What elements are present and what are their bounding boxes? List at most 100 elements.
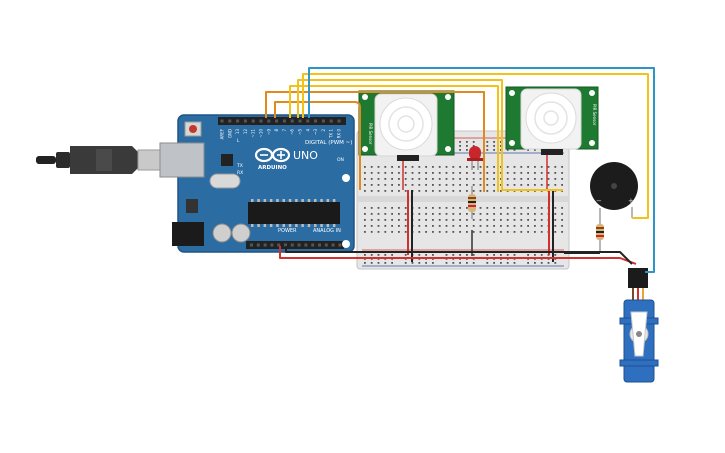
- capacitor-2: [231, 223, 251, 243]
- breadboard-hole: [506, 207, 509, 209]
- usb-cable-boot: [56, 152, 70, 168]
- chip-pin: [251, 199, 254, 202]
- chip-pin: [314, 224, 317, 227]
- header-pin: [298, 119, 302, 123]
- breadboard-hole: [472, 225, 475, 227]
- breadboard-hole: [554, 178, 557, 180]
- breadboard-hole: [506, 225, 509, 227]
- breadboard-hole: [540, 254, 543, 256]
- wire-orange: [265, 91, 485, 192]
- breadboard-hole: [404, 207, 407, 209]
- breadboard-hole: [370, 254, 373, 256]
- header-pin: [304, 243, 308, 247]
- breadboard-hole: [398, 207, 400, 209]
- breadboard-hole: [398, 190, 400, 192]
- breadboard-hole: [445, 225, 448, 227]
- breadboard-hole: [506, 213, 509, 215]
- breadboard-hole: [540, 262, 543, 264]
- header-pin: [338, 243, 342, 247]
- breadboard-hole: [500, 166, 502, 168]
- breadboard-hole: [418, 219, 421, 221]
- breadboard-hole: [472, 262, 475, 264]
- breadboard-hole: [459, 184, 461, 186]
- chip-pin: [288, 224, 292, 227]
- breadboard-hole: [364, 190, 366, 192]
- breadboard-hole: [466, 190, 468, 192]
- wire-yellow: [302, 73, 649, 219]
- breadboard-hole: [506, 149, 509, 151]
- chip-pin: [320, 199, 323, 202]
- breadboard-hole: [445, 254, 448, 256]
- breadboard-hole: [370, 219, 373, 221]
- breadboard-hole: [513, 178, 516, 180]
- breadboard-hole: [445, 231, 448, 233]
- breadboard-hole: [534, 166, 536, 168]
- breadboard-hole: [500, 225, 502, 227]
- breadboard-hole: [493, 254, 495, 256]
- breadboard-hole: [500, 219, 502, 221]
- pin-number-label: ~10: [259, 129, 264, 138]
- breadboard-hole: [486, 262, 489, 264]
- breadboard-hole: [459, 172, 461, 174]
- breadboard-hole: [561, 172, 563, 174]
- breadboard-hole: [493, 219, 495, 221]
- breadboard-hole: [370, 213, 373, 215]
- breadboard-hole: [384, 254, 387, 256]
- breadboard-hole: [472, 190, 475, 192]
- breadboard-hole: [438, 207, 441, 209]
- breadboard-hole: [384, 225, 387, 227]
- breadboard-hole: [472, 141, 475, 143]
- on-led-label: ON: [337, 157, 344, 163]
- breadboard-hole: [561, 219, 563, 221]
- header-pin: [263, 243, 267, 247]
- breadboard-hole: [459, 207, 461, 209]
- breadboard-hole: [561, 225, 563, 227]
- red-led: [467, 146, 483, 170]
- breadboard-hole: [384, 190, 387, 192]
- breadboard-hole: [445, 207, 448, 209]
- breadboard-hole: [452, 219, 455, 221]
- breadboard-hole: [418, 178, 421, 180]
- breadboard-hole: [466, 219, 468, 221]
- breadboard-hole: [493, 178, 495, 180]
- breadboard-hole: [370, 184, 373, 186]
- breadboard-hole: [370, 190, 373, 192]
- breadboard-hole: [500, 254, 502, 256]
- breadboard-hole: [547, 262, 550, 264]
- breadboard-hole: [479, 231, 482, 233]
- chip-pin: [276, 199, 279, 202]
- breadboard-hole: [520, 213, 523, 215]
- pir-hole: [509, 140, 515, 146]
- breadboard-hole: [479, 225, 482, 227]
- breadboard-hole: [500, 141, 502, 143]
- breadboard-hole: [391, 231, 393, 233]
- breadboard-hole: [418, 172, 421, 174]
- breadboard-hole: [493, 190, 495, 192]
- breadboard-hole: [554, 219, 557, 221]
- chip-pin: [295, 199, 298, 202]
- pir-hole: [509, 90, 515, 96]
- breadboard-hole: [554, 207, 557, 209]
- wires: [265, 67, 655, 273]
- servo-motor: [619, 268, 659, 383]
- breadboard-hole: [500, 190, 502, 192]
- chip-pin: [263, 199, 267, 202]
- chip-pin: [301, 199, 304, 202]
- breadboard-hole: [445, 172, 448, 174]
- pir-dome: [379, 97, 433, 151]
- header-pin: [267, 119, 271, 123]
- breadboard-hole: [534, 219, 536, 221]
- breadboard-hole: [527, 172, 529, 174]
- breadboard-hole: [452, 225, 455, 227]
- breadboard-hole: [452, 213, 455, 215]
- breadboard-hole: [377, 172, 380, 174]
- pir-dome-ring: [388, 106, 424, 142]
- breadboard-hole: [479, 190, 482, 192]
- breadboard-hole: [438, 225, 441, 227]
- breadboard-hole: [554, 184, 557, 186]
- capacitor-1: [212, 223, 232, 243]
- breadboard-hole: [445, 219, 448, 221]
- breadboard-hole: [513, 207, 516, 209]
- breadboard-hole: [506, 184, 509, 186]
